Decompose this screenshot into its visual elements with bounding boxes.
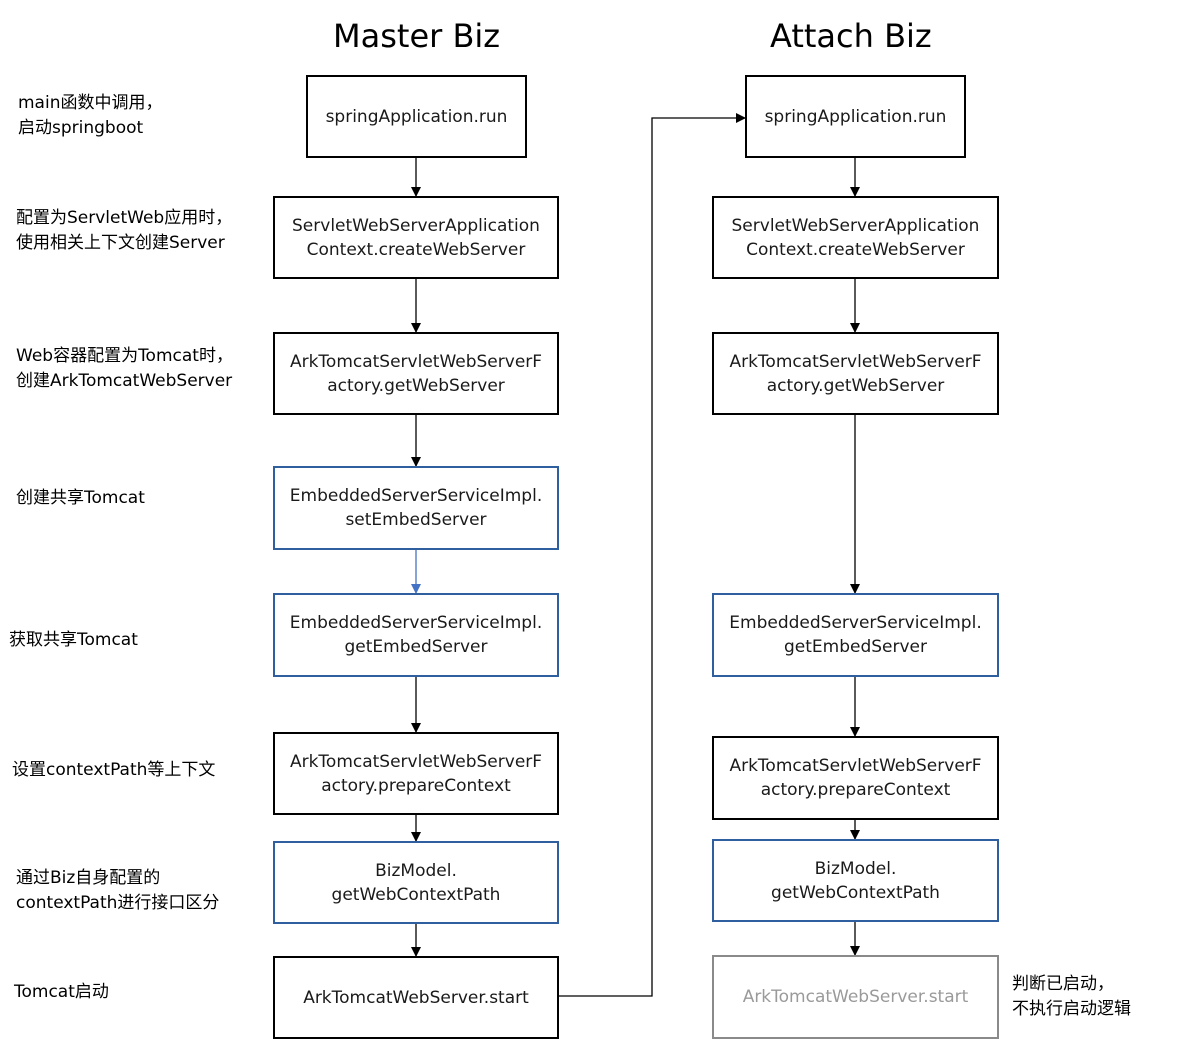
note-line: 判断已启动， xyxy=(1012,974,1114,994)
arrow xyxy=(558,113,746,997)
note-line: 不执行启动逻辑 xyxy=(1012,999,1131,1019)
box-text: EmbeddedServerServiceImpl. xyxy=(289,613,543,633)
box-text: springApplication.run xyxy=(764,106,947,127)
box-text: ArkTomcatWebServer.start xyxy=(303,987,529,1008)
note-set-context-path: 设置contextPath等上下文 xyxy=(12,758,215,783)
box-text: BizModel. xyxy=(375,860,457,881)
box-text: EmbeddedServerServiceImpl. xyxy=(289,486,543,506)
attach-create-web-server: ServletWebServerApplication Context.crea… xyxy=(712,196,999,279)
note-line: main函数中调用， xyxy=(18,93,163,113)
note-already-started: 判断已启动， 不执行启动逻辑 xyxy=(1012,972,1131,1022)
master-web-server-start: ArkTomcatWebServer.start xyxy=(273,956,559,1039)
box-text: Context.createWebServer xyxy=(746,239,965,260)
master-get-web-server: ArkTomcatServletWebServerF actory.getWeb… xyxy=(273,332,559,415)
note-line: Tomcat启动 xyxy=(14,982,109,1002)
box-text: getWebContextPath xyxy=(331,884,501,905)
box-text: EmbeddedServerServiceImpl. xyxy=(729,613,982,633)
box-text: actory.prepareContext xyxy=(760,780,951,800)
attach-spring-application-run: springApplication.run xyxy=(745,75,966,158)
attach-get-web-context-path: BizModel. getWebContextPath xyxy=(712,839,999,922)
attach-get-web-server: ArkTomcatServletWebServerF actory.getWeb… xyxy=(712,332,999,415)
master-biz-title: Master Biz xyxy=(333,17,501,55)
box-text: actory.getWebServer xyxy=(327,375,505,396)
note-main-call: main函数中调用， 启动springboot xyxy=(18,91,162,141)
box-text: ArkTomcatServletWebServerF xyxy=(289,351,543,372)
master-create-web-server: ServletWebServerApplication Context.crea… xyxy=(273,196,559,279)
box-text: ArkTomcatServletWebServerF xyxy=(729,756,982,776)
attach-get-embed-server: EmbeddedServerServiceImpl. getEmbedServe… xyxy=(712,593,999,677)
box-text: actory.prepareContext xyxy=(321,775,511,796)
note-line: 通过Biz自身配置的 xyxy=(16,868,161,888)
master-get-embed-server: EmbeddedServerServiceImpl. getEmbedServe… xyxy=(273,593,559,677)
note-line: 启动springboot xyxy=(18,118,144,138)
note-create-shared-tomcat: 创建共享Tomcat xyxy=(16,486,145,511)
box-text: getWebContextPath xyxy=(771,882,940,903)
attach-prepare-context: ArkTomcatServletWebServerF actory.prepar… xyxy=(712,736,999,820)
note-line: 创建共享Tomcat xyxy=(16,488,145,508)
note-get-shared-tomcat: 获取共享Tomcat xyxy=(9,628,138,653)
box-text: actory.getWebServer xyxy=(766,375,945,396)
note-line: 设置contextPath等上下文 xyxy=(12,760,216,780)
master-get-web-context-path: BizModel. getWebContextPath xyxy=(273,841,559,924)
box-text: BizModel. xyxy=(814,858,897,879)
box-text: setEmbedServer xyxy=(345,510,487,530)
note-tomcat-container: Web容器配置为Tomcat时， 创建ArkTomcatWebServer xyxy=(16,344,233,394)
note-context-path-split: 通过Biz自身配置的 contextPath进行接口区分 xyxy=(16,866,219,916)
box-text: ArkTomcatWebServer.start xyxy=(742,987,969,1007)
note-line: 创建ArkTomcatWebServer xyxy=(16,371,233,391)
box-text: getEmbedServer xyxy=(783,637,927,657)
attach-biz-title: Attach Biz xyxy=(770,17,932,55)
master-spring-application-run: springApplication.run xyxy=(306,75,527,158)
box-text: ServletWebServerApplication xyxy=(731,215,980,236)
note-line: Web容器配置为Tomcat时， xyxy=(16,346,233,366)
master-set-embed-server: EmbeddedServerServiceImpl. setEmbedServe… xyxy=(273,466,559,550)
note-servlet-web: 配置为ServletWeb应用时， 使用相关上下文创建Server xyxy=(16,206,232,256)
master-prepare-context: ArkTomcatServletWebServerF actory.prepar… xyxy=(273,732,559,815)
note-line: contextPath进行接口区分 xyxy=(16,893,220,913)
box-text: ServletWebServerApplication xyxy=(292,215,540,236)
note-line: 使用相关上下文创建Server xyxy=(16,233,225,253)
box-text: ArkTomcatServletWebServerF xyxy=(289,751,543,772)
note-line: 获取共享Tomcat xyxy=(9,630,138,650)
note-tomcat-start: Tomcat启动 xyxy=(14,980,109,1005)
note-line: 配置为ServletWeb应用时， xyxy=(16,208,233,228)
box-text: springApplication.run xyxy=(325,106,508,127)
box-text: Context.createWebServer xyxy=(306,239,526,260)
box-text: ArkTomcatServletWebServerF xyxy=(729,351,982,372)
box-text: getEmbedServer xyxy=(344,637,488,657)
attach-web-server-start: ArkTomcatWebServer.start xyxy=(712,955,999,1039)
